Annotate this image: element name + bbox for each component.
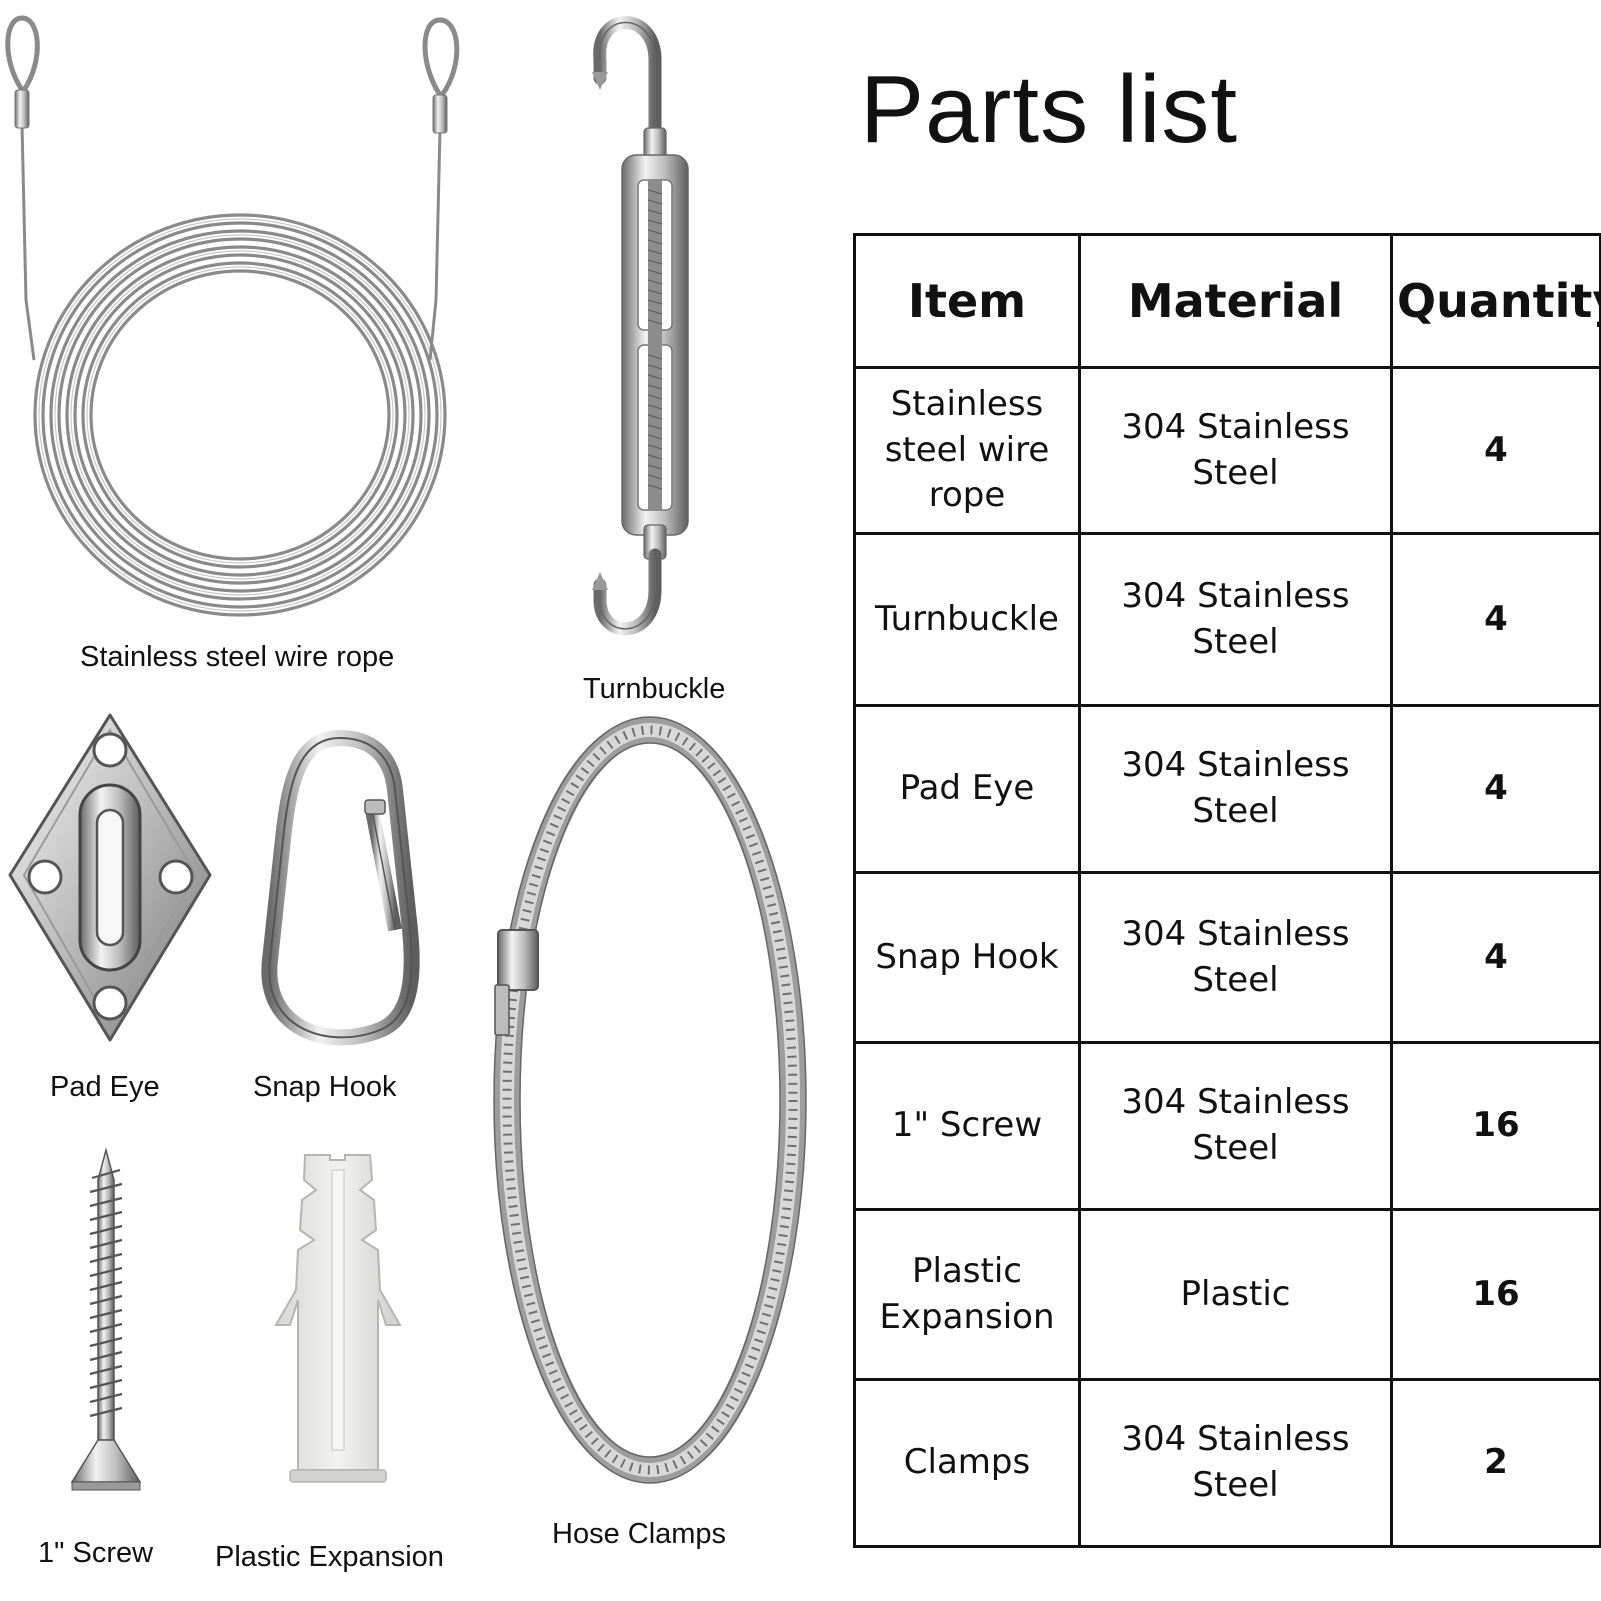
cell-material: 304 Stainless Steel <box>1078 704 1393 874</box>
table-row: Snap Hook 304 Stainless Steel 4 <box>853 871 1601 1044</box>
header-material: Material <box>1078 233 1393 369</box>
table-header-row: Item Material Quantity <box>853 233 1601 369</box>
table-row: Stainless steel wire rope 304 Stainless … <box>853 366 1601 535</box>
cell-item: 1" Screw <box>853 1041 1081 1211</box>
cell-item: Clamps <box>853 1378 1081 1548</box>
cell-material: 304 Stainless Steel <box>1078 871 1393 1044</box>
snap-hook-image <box>261 729 420 1046</box>
hose-clamp-image <box>493 716 807 1484</box>
screw-image <box>70 1147 142 1491</box>
cell-quantity: 16 <box>1390 1041 1601 1211</box>
cell-quantity: 4 <box>1390 704 1601 874</box>
header-item: Item <box>853 233 1081 369</box>
caption-turnbuckle: Turnbuckle <box>583 673 726 705</box>
turnbuckle-image <box>592 16 689 636</box>
caption-wire-rope: Stainless steel wire rope <box>80 641 395 673</box>
cell-quantity: 4 <box>1390 366 1601 535</box>
table-row: Pad Eye 304 Stainless Steel 4 <box>853 704 1601 874</box>
cell-quantity: 4 <box>1390 532 1601 707</box>
cell-item: Stainless steel wire rope <box>853 366 1081 535</box>
wire-rope-image <box>5 15 460 617</box>
table-row: Plastic Expansion Plastic 16 <box>853 1208 1601 1381</box>
parts-table: Item Material Quantity Stainless steel w… <box>853 233 1601 1548</box>
cell-item: Pad Eye <box>853 704 1081 874</box>
cell-material: 304 Stainless Steel <box>1078 366 1393 535</box>
pad-eye-image <box>8 713 212 1042</box>
page-title: Parts list <box>860 56 1239 163</box>
cell-material: 304 Stainless Steel <box>1078 1041 1393 1211</box>
table-row: Clamps 304 Stainless Steel 2 <box>853 1378 1601 1548</box>
cell-material: 304 Stainless Steel <box>1078 1378 1393 1548</box>
parts-illustrations <box>5 15 807 1491</box>
caption-plastic-expansion: Plastic Expansion <box>215 1541 444 1573</box>
cell-material: Plastic <box>1078 1208 1393 1381</box>
cell-item: Plastic Expansion <box>853 1208 1081 1381</box>
table-row: 1" Screw 304 Stainless Steel 16 <box>853 1041 1601 1211</box>
caption-snap-hook: Snap Hook <box>253 1071 397 1103</box>
caption-hose-clamps: Hose Clamps <box>552 1518 727 1550</box>
header-quantity: Quantity <box>1390 233 1601 369</box>
cell-item: Turnbuckle <box>853 532 1081 707</box>
plastic-expansion-image <box>274 1154 402 1483</box>
cell-quantity: 2 <box>1390 1378 1601 1548</box>
cell-quantity: 16 <box>1390 1208 1601 1381</box>
cell-item: Snap Hook <box>853 871 1081 1044</box>
cell-quantity: 4 <box>1390 871 1601 1044</box>
cell-material: 304 Stainless Steel <box>1078 532 1393 707</box>
caption-screw: 1" Screw <box>38 1537 154 1569</box>
table-row: Turnbuckle 304 Stainless Steel 4 <box>853 532 1601 707</box>
caption-pad-eye: Pad Eye <box>50 1071 160 1103</box>
